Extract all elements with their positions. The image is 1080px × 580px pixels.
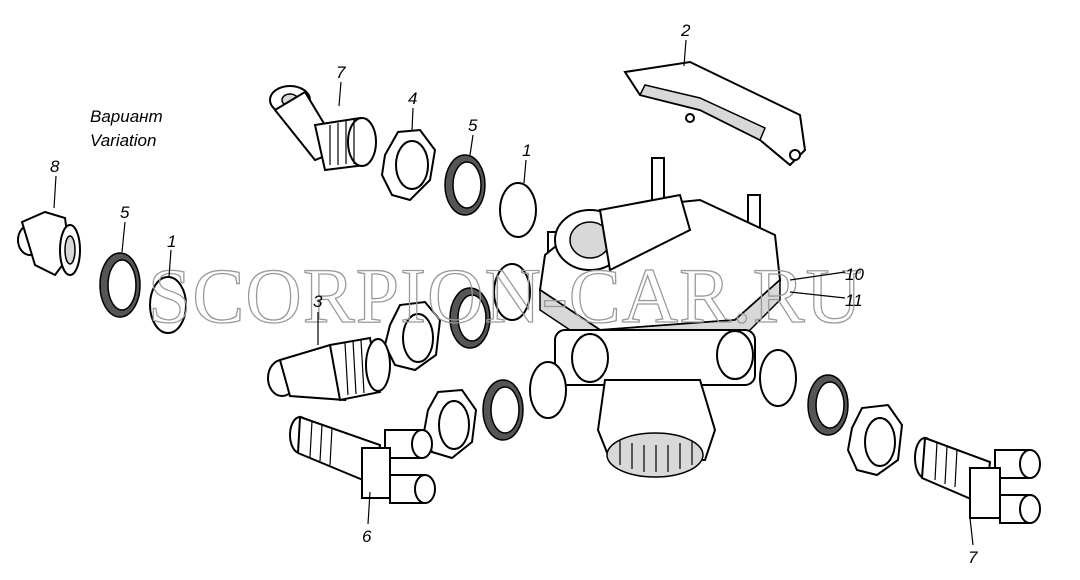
callout-7-top: 7 (336, 63, 346, 82)
ring-top (499, 182, 537, 238)
washer-right (807, 374, 849, 436)
bracket-part (623, 60, 807, 167)
variant-label-ru: Вариант (90, 107, 163, 126)
callout-10: 10 (845, 265, 864, 284)
callout-1-variant: 1 (167, 232, 176, 251)
callout-4: 4 (408, 89, 417, 108)
callout-2: 2 (680, 21, 691, 40)
plug-variant (17, 210, 81, 277)
callout-8: 8 (50, 157, 60, 176)
nut-right (846, 403, 904, 477)
valve-body (538, 157, 782, 478)
tee-fitting-left (289, 415, 436, 504)
ring-left-upper (493, 263, 531, 321)
nut-left-upper (383, 300, 442, 372)
ring-right (759, 349, 797, 407)
elbow-fitting-top (269, 85, 377, 172)
callout-11: 11 (845, 291, 863, 310)
callout-6: 6 (362, 527, 372, 546)
ring-variant (149, 276, 187, 334)
callout-7-right: 7 (968, 548, 978, 567)
watermark: SCORPION-CAR.RU (148, 252, 863, 339)
callout-1-top: 1 (522, 141, 531, 160)
washer-left-lower (482, 379, 524, 441)
washer-top (444, 154, 486, 216)
nut-top (380, 128, 437, 202)
washer-left-upper (449, 287, 491, 349)
callout-5-top: 5 (468, 116, 478, 135)
callout-5-variant: 5 (120, 203, 130, 222)
ring-left-lower (529, 361, 567, 419)
tee-fitting-right (914, 436, 1041, 524)
washer-variant (99, 252, 141, 318)
elbow-fitting-left (267, 336, 391, 402)
variant-label-en: Variation (90, 131, 156, 150)
callout-3: 3 (313, 292, 323, 311)
